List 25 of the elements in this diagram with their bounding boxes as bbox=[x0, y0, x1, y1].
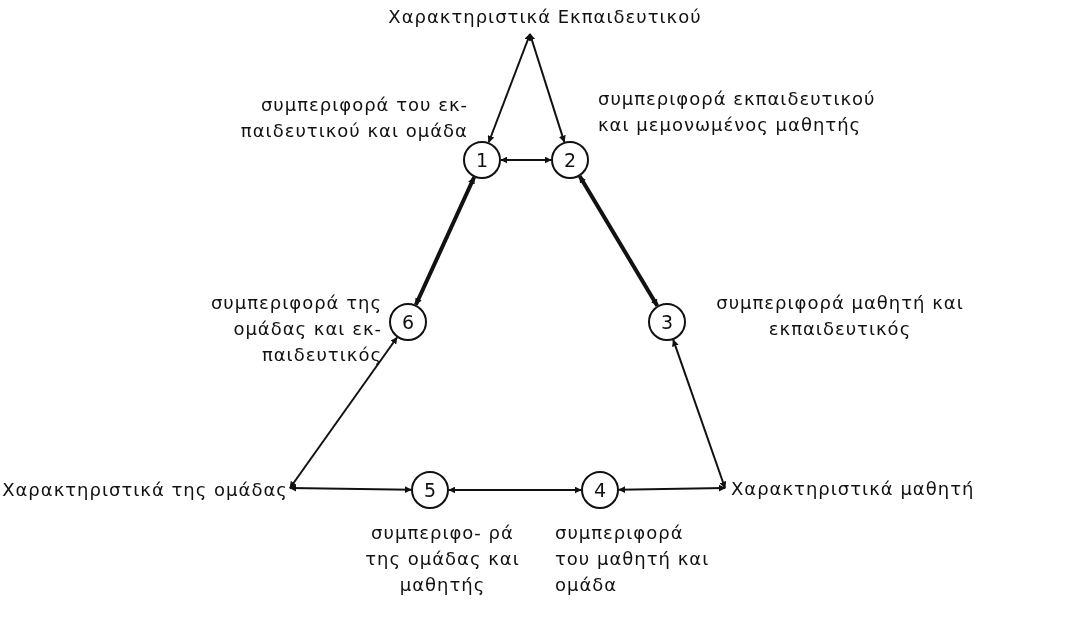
double-arrow bbox=[528, 33, 566, 143]
double-arrow bbox=[500, 156, 552, 164]
double-arrow bbox=[618, 484, 726, 494]
double-arrow bbox=[289, 484, 412, 494]
double-arrow bbox=[289, 336, 398, 489]
double-arrow bbox=[487, 33, 532, 144]
numbered-circle: 5 bbox=[411, 471, 449, 509]
vertex-label: Χαρακτηριστικά της ομάδας bbox=[0, 462, 290, 518]
numbered-circle: 3 bbox=[648, 303, 686, 341]
vertex-label: Χαρακτηριστικά μαθητή bbox=[725, 474, 975, 504]
node-caption: συμπεριφο- ρά της ομάδας και μαθητής bbox=[364, 521, 521, 598]
node-caption: συμπεριφορά του εκ- παιδευτικού και ομάδα bbox=[239, 93, 468, 144]
numbered-circle: 6 bbox=[389, 303, 427, 341]
numbered-circle: 1 bbox=[463, 141, 501, 179]
node-caption: συμπεριφορά της ομάδας και εκ- παιδευτικός bbox=[209, 291, 382, 368]
double-arrow bbox=[414, 176, 476, 306]
double-arrow bbox=[672, 338, 727, 489]
numbered-circle: 4 bbox=[581, 471, 619, 509]
vertex-label: Χαρακτηριστικά Εκπαιδευτικού bbox=[380, 0, 710, 34]
numbered-circle: 2 bbox=[551, 141, 589, 179]
node-caption: συμπεριφορά του μαθητή και ομάδα bbox=[555, 521, 711, 598]
node-caption: συμπεριφορά εκπαιδευτικού και μεμονωμένος μαθητής bbox=[598, 87, 877, 138]
double-arrow bbox=[578, 175, 659, 307]
node-caption: συμπεριφορά μαθητή και εκπαιδευτικός bbox=[715, 291, 965, 342]
double-arrow bbox=[448, 486, 582, 494]
